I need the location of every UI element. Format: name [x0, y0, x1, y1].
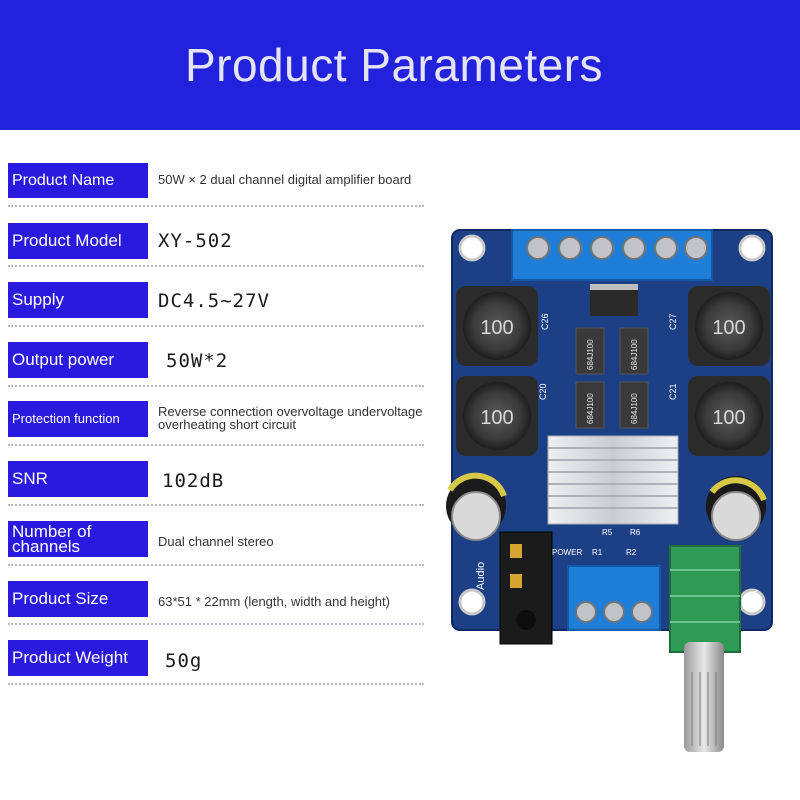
value-protection-line1: Reverse connection overvoltage undervolt… — [158, 404, 423, 419]
film-capacitor — [619, 381, 649, 429]
divider — [8, 683, 424, 685]
inductor-mark: 100 — [712, 317, 745, 339]
electrolytic-capacitor — [706, 476, 767, 541]
label-snr: SNR — [8, 461, 148, 497]
divider — [8, 325, 424, 327]
divider — [8, 205, 424, 207]
film-capacitor — [575, 381, 605, 429]
value-product-name: 50W × 2 dual channel digital amplifier b… — [158, 172, 412, 187]
label-product-size: Product Size — [8, 581, 148, 617]
divider — [8, 444, 424, 446]
silk-label: Audio — [475, 562, 487, 590]
silk-label: R6 — [630, 528, 641, 537]
silk-label: C21 — [668, 383, 678, 400]
heatsink — [547, 435, 679, 525]
component-mark: 684J100 — [630, 393, 639, 424]
silk-label: Vol — [747, 590, 759, 605]
label-protection-function: Protection function — [8, 401, 148, 437]
label-output-power: Output power — [8, 342, 148, 378]
silk-label: R1 — [592, 548, 603, 557]
value-product-size: 63*51 * 22mm (length, width and height) — [158, 594, 390, 609]
divider — [8, 265, 424, 267]
inductor: 100 — [456, 376, 538, 456]
inductor: 100 — [688, 376, 770, 456]
amplifier-board-photo: 100 100 100 100 C26 C27 C20 C21 — [430, 210, 800, 770]
potentiometer — [669, 545, 741, 653]
film-capacitor — [619, 327, 649, 375]
label-number-of-channels: Number of channels — [8, 521, 148, 557]
mounting-hole — [458, 234, 486, 262]
mounting-hole — [458, 588, 486, 616]
header-banner: Product Parameters — [0, 0, 800, 130]
component-mark: 684J100 — [586, 339, 595, 370]
component-mark: 684J100 — [586, 393, 595, 424]
electrolytic-capacitor — [446, 472, 507, 541]
inductor: 100 — [688, 286, 770, 366]
value-number-of-channels: Dual channel stereo — [158, 534, 274, 549]
divider — [8, 564, 424, 566]
film-capacitor — [575, 327, 605, 375]
label-product-model: Product Model — [8, 223, 148, 259]
value-supply: DC4.5~27V — [158, 290, 270, 312]
label-product-weight: Product Weight — [8, 640, 148, 676]
silk-label: R2 — [626, 548, 637, 557]
divider — [8, 385, 424, 387]
inductor-mark: 100 — [480, 317, 513, 339]
inductor-mark: 100 — [480, 407, 513, 429]
value-output-power: 50W*2 — [166, 350, 229, 372]
inductor: 100 — [456, 286, 538, 366]
inductor-mark: 100 — [712, 407, 745, 429]
value-product-model: XY-502 — [158, 230, 233, 252]
divider — [8, 504, 424, 506]
label-supply: Supply — [8, 282, 148, 318]
silk-label: POWER — [552, 548, 582, 557]
potentiometer-knob — [684, 642, 724, 752]
silk-label: C26 — [540, 313, 550, 330]
value-protection-line2: overheating short circuit — [158, 417, 297, 432]
page-title: Product Parameters — [184, 39, 604, 91]
silk-label: R5 — [602, 528, 613, 537]
silk-label: C27 — [668, 313, 678, 330]
mounting-hole — [738, 234, 766, 262]
divider — [8, 623, 424, 625]
silk-label: C20 — [538, 383, 548, 400]
value-product-weight: 50g — [165, 650, 203, 672]
value-snr: 102dB — [162, 470, 225, 492]
label-product-name: Product Name — [8, 163, 148, 198]
label-line: Number of — [12, 522, 92, 541]
parameter-list: Product Name 50W × 2 dual channel digita… — [8, 163, 424, 685]
label-line: channels — [12, 537, 81, 556]
component-mark: 684J100 — [630, 339, 639, 370]
